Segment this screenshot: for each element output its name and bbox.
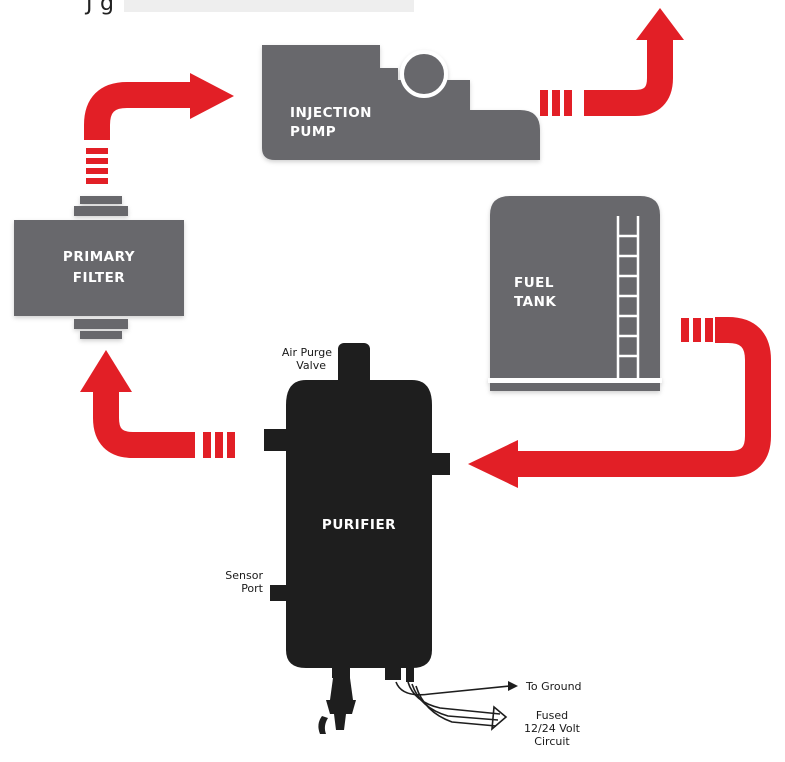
primary-filter-label-2: FILTER: [73, 270, 126, 286]
injection-pump: INJECTION PUMP: [262, 45, 540, 160]
fuel-tank-label-2: TANK: [514, 294, 556, 310]
header-fragment-right: g: [100, 0, 114, 16]
electrical-wires: [395, 681, 518, 731]
tank-ladder-icon: [616, 216, 640, 378]
air-purge-label-1: Air Purge: [282, 346, 332, 359]
primary-filter: PRIMARY FILTER: [14, 196, 184, 339]
purifier: PURIFIER: [264, 343, 450, 734]
fused-circuit-label-2: 12/24 Volt: [524, 722, 581, 735]
fuel-tank-label-1: FUEL: [514, 275, 554, 291]
primary-filter-label-1: PRIMARY: [63, 249, 135, 265]
purifier-label: PURIFIER: [322, 517, 396, 533]
fuel-tank: FUEL TANK: [488, 196, 662, 391]
flow-arrow-tank-to-purifier: [468, 317, 771, 488]
flow-arrow-purifier-to-filter: [80, 350, 235, 458]
injection-pump-label-1: INJECTION: [290, 105, 372, 121]
sensor-port-label-1: Sensor: [225, 569, 263, 582]
sensor-port-label-2: Port: [241, 582, 263, 595]
injection-pump-label-2: PUMP: [290, 124, 336, 140]
pump-cap-icon: [400, 50, 448, 98]
inlet-port-right: [430, 453, 450, 475]
flow-arrow-pump-to-engine: [540, 8, 684, 116]
to-ground-label: To Ground: [525, 680, 582, 693]
air-purge-valve-icon: [338, 343, 370, 391]
sensor-port-icon: [270, 585, 288, 601]
annotations: Air Purge Valve Sensor Port To Ground Fu…: [225, 346, 581, 748]
flow-arrow-filter-to-pump: [84, 73, 234, 184]
air-purge-label-2: Valve: [296, 359, 326, 372]
inlet-port-left: [264, 429, 288, 451]
header-fragment-left: J: [84, 0, 93, 16]
drain-valve-icon: [326, 700, 356, 714]
fused-circuit-label-1: Fused: [536, 709, 568, 722]
header-strip: J g: [0, 0, 414, 16]
fused-circuit-label-3: Circuit: [534, 735, 570, 748]
